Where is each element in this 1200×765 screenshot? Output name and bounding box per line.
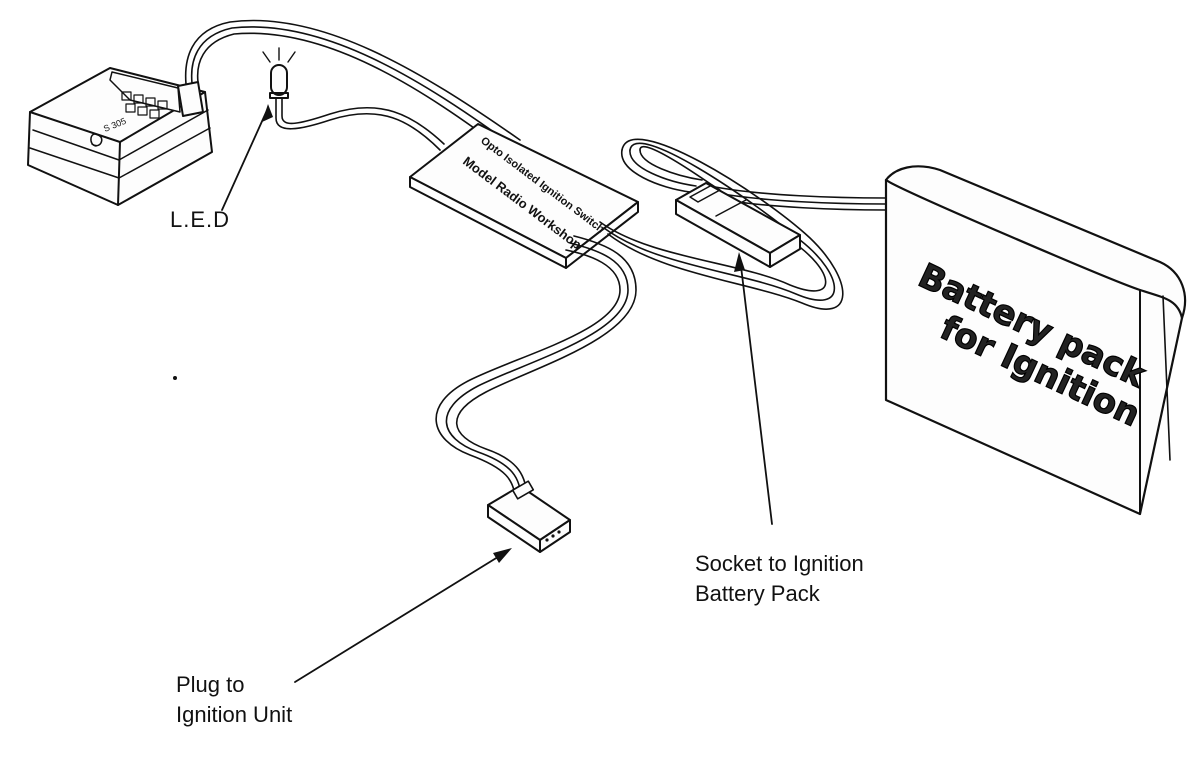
plug-label: Plug to Ignition Unit [176, 670, 292, 730]
socket-arrow [739, 257, 773, 525]
socket-label-line2: Battery Pack [695, 581, 820, 606]
battery-cable [599, 138, 887, 310]
ignition-cable [435, 235, 637, 501]
led-label: L.E.D [170, 205, 230, 235]
led-arrow [221, 107, 269, 211]
receiver-unit: S 305 [27, 67, 213, 206]
battery-pack: Battery pack for Ignition [884, 165, 1187, 516]
led-component [262, 47, 445, 151]
socket-label: Socket to Ignition Battery Pack [695, 549, 864, 609]
led-label-text: L.E.D [170, 207, 231, 232]
plug-arrow [294, 551, 507, 683]
socket-label-line1: Socket to Ignition [695, 551, 864, 576]
led-arrow-head [262, 104, 273, 122]
receiver-lead [184, 19, 521, 157]
plug-label-line2: Ignition Unit [176, 702, 293, 727]
battery-socket-connector [675, 182, 801, 268]
socket-arrow-head [734, 252, 745, 272]
speck [173, 376, 177, 380]
switch-board: Model Radio Workshop Opto Isolated Ignit… [409, 123, 639, 269]
ignition-plug [487, 480, 571, 553]
plug-label-line1: Plug to [176, 672, 245, 697]
pointer-arrows [221, 104, 773, 683]
plug-arrow-head [493, 548, 512, 563]
